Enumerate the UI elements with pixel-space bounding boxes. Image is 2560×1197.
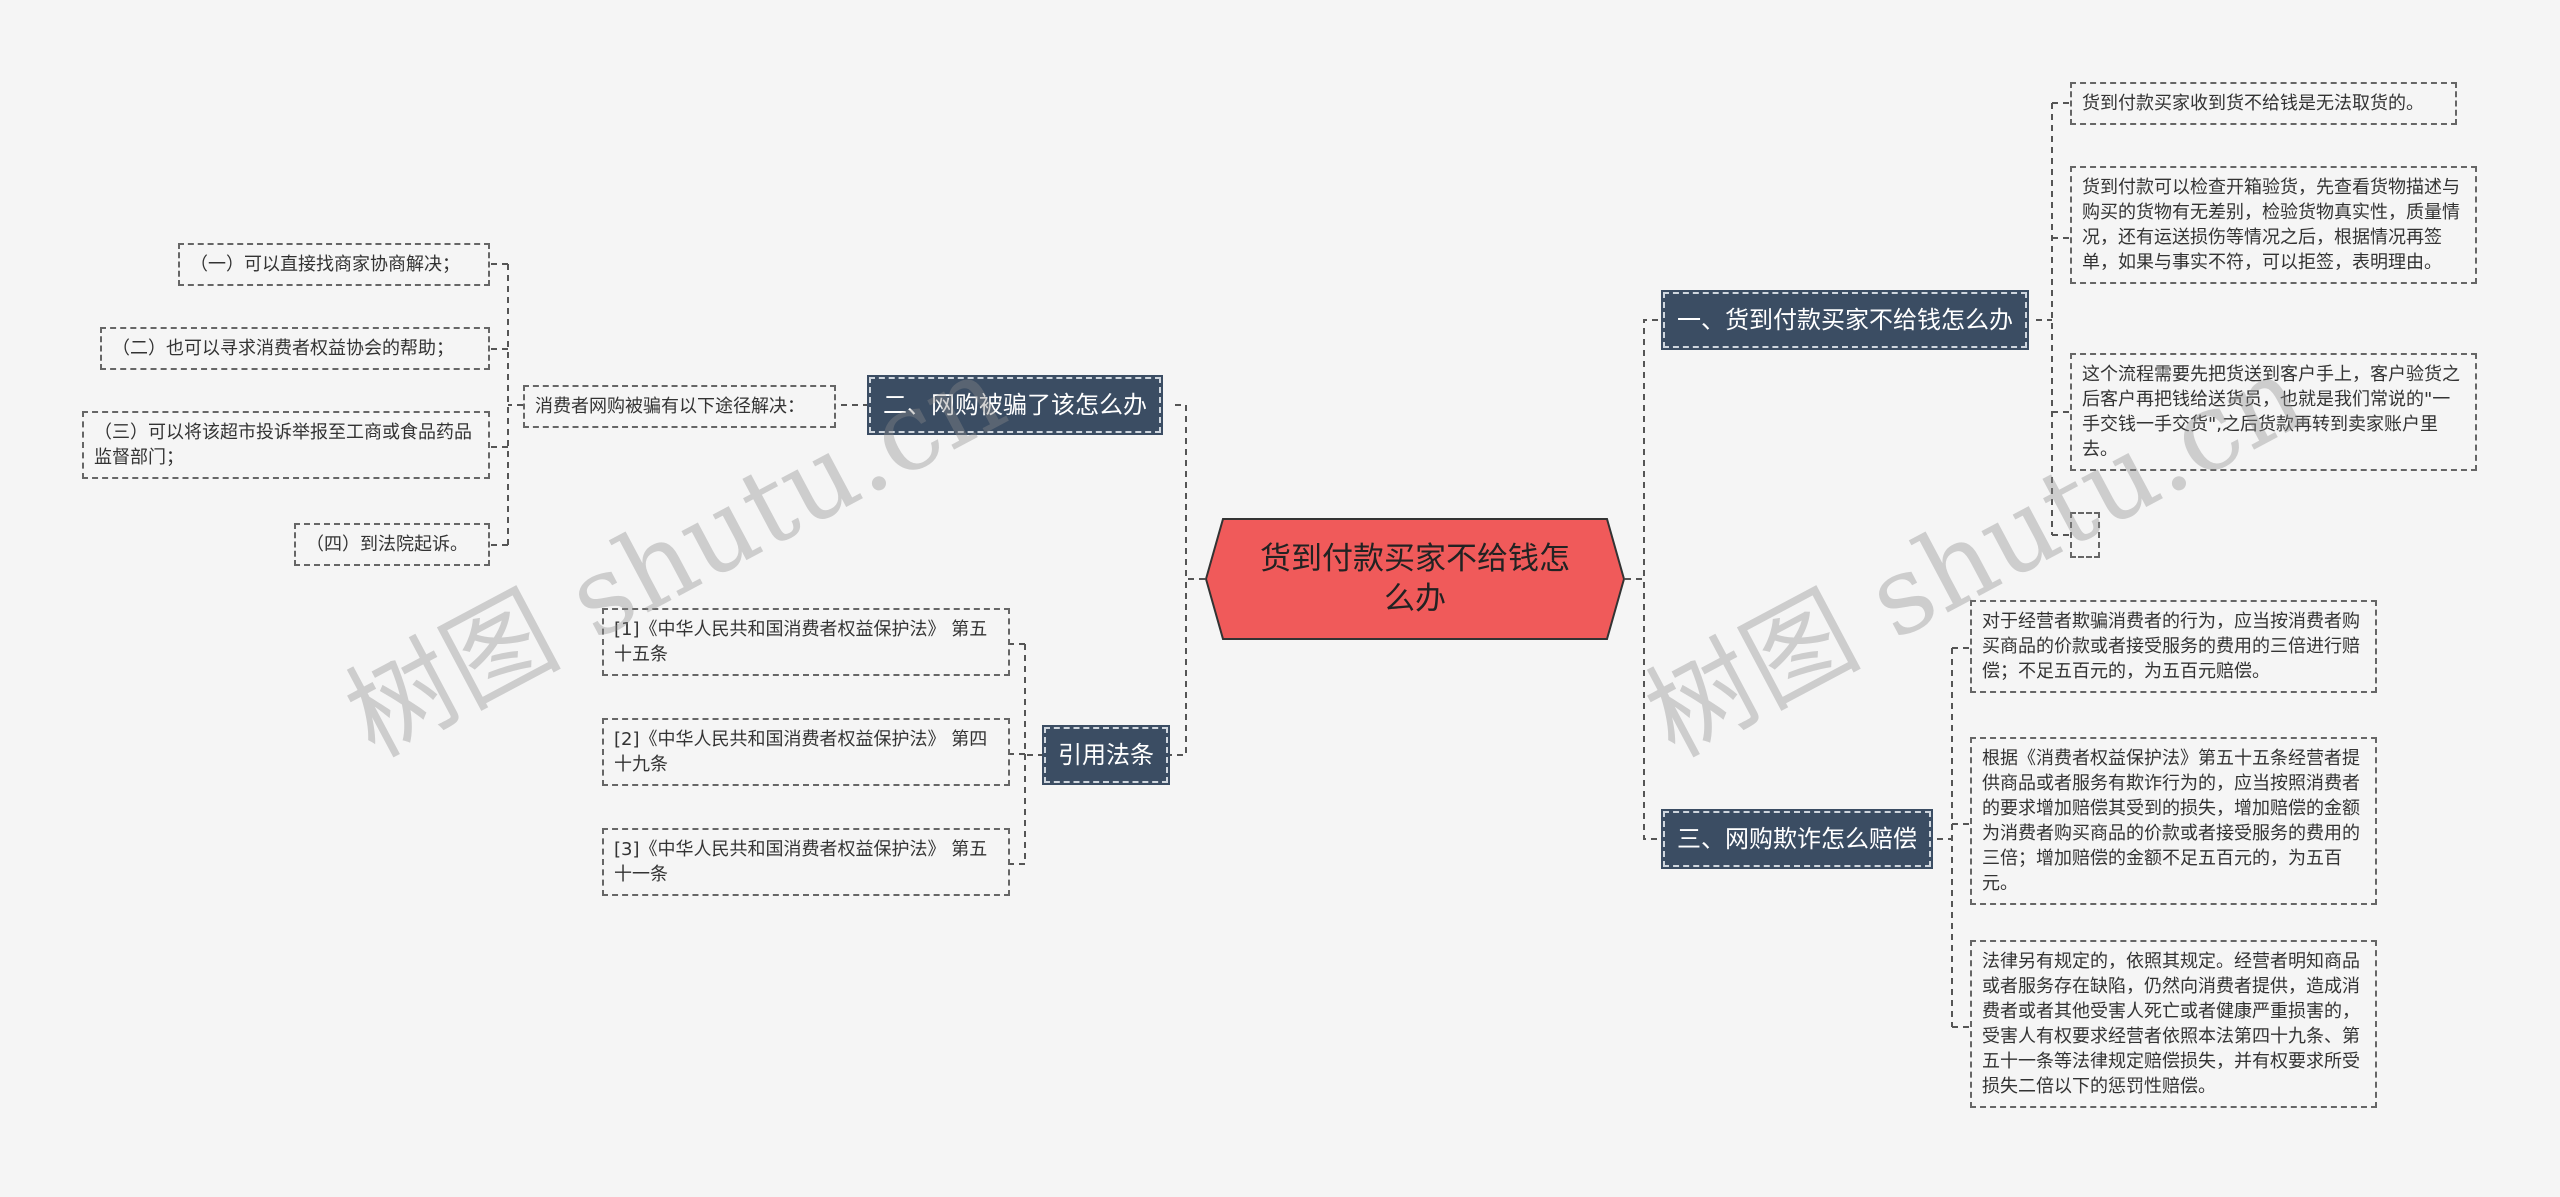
branch-b4[interactable]: 引用法条 [1042, 725, 1170, 785]
b2-leaf-1[interactable]: （一）可以直接找商家协商解决； [178, 243, 490, 286]
link-root-b3 [1625, 578, 1663, 840]
b2-leaf-4[interactable]: （四）到法院起诉。 [294, 523, 490, 566]
b3-leaf-1[interactable]: 对于经营者欺骗消费者的行为，应当按消费者购买商品的价款或者接受服务的费用的三倍进… [1970, 600, 2377, 693]
b3-leaf-2[interactable]: 根据《消费者权益保护法》第五十五条经营者提供商品或者服务有欺诈行为的，应当按照消… [1970, 737, 2377, 905]
b2-leaf-2[interactable]: （二）也可以寻求消费者权益协会的帮助； [100, 327, 490, 370]
link-sub-leaves [490, 263, 523, 546]
b2-sub-node[interactable]: 消费者网购被骗有以下途径解决： [523, 385, 836, 428]
b1-leaf-1[interactable]: 货到付款买家收到货不给钱是无法取货的。 [2070, 82, 2457, 125]
b1-leaf-empty[interactable] [2070, 512, 2100, 558]
b4-leaf-2[interactable]: [2]《中华人民共和国消费者权益保护法》 第四十九条 [602, 718, 1010, 786]
branch-b3[interactable]: 三、网购欺诈怎么赔偿 [1661, 809, 1933, 869]
b1-leaf-2[interactable]: 货到付款可以检查开箱验货，先查看货物描述与购买的货物有无差别，检验货物真实性，质… [2070, 166, 2477, 284]
b2-leaf-3[interactable]: （三）可以将该超市投诉举报至工商或食品药品监督部门； [82, 411, 490, 479]
link-b3-leaves [1937, 647, 1970, 1028]
link-b4-leaves [1010, 643, 1044, 865]
link-root-b1 [1625, 319, 1663, 580]
root-title: 货到付款买家不给钱怎么办 [1260, 541, 1570, 617]
b3-leaf-3[interactable]: 法律另有规定的，依照其规定。经营者明知商品或者服务存在缺陷，仍然向消费者提供，造… [1970, 940, 2377, 1108]
link-root-b2 [1170, 404, 1205, 580]
link-b1-leaves [2036, 102, 2070, 536]
b1-leaf-3[interactable]: 这个流程需要先把货送到客户手上，客户验货之后客户再把钱给送货员，也就是我们常说的… [2070, 353, 2477, 471]
branch-b2[interactable]: 二、网购被骗了该怎么办 [867, 375, 1163, 435]
root-node[interactable]: 货到付款买家不给钱怎么办 [1205, 518, 1625, 640]
b4-leaf-3[interactable]: [3]《中华人民共和国消费者权益保护法》 第五十一条 [602, 828, 1010, 896]
root-shape [1205, 518, 1625, 640]
link-root-b4 [1170, 578, 1205, 756]
branch-b1[interactable]: 一、货到付款买家不给钱怎么办 [1661, 290, 2029, 350]
b4-leaf-1[interactable]: [1]《中华人民共和国消费者权益保护法》 第五十五条 [602, 608, 1010, 676]
